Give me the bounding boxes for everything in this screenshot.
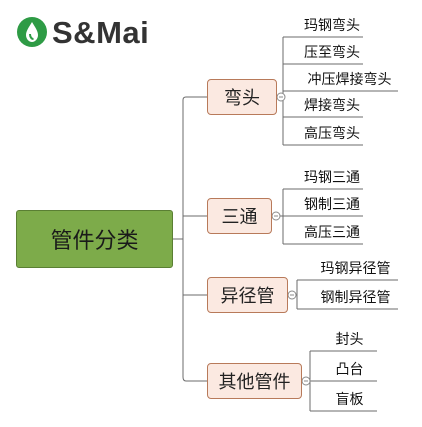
leaf-item[interactable]: 钢制三通 [304,197,360,213]
category-reducer[interactable]: 异径管 [207,277,288,313]
category-label: 其他管件 [218,372,291,393]
leaf-item[interactable]: 玛钢三通 [304,170,360,186]
category-tee[interactable]: 三通 [207,198,272,234]
leaf-item[interactable]: 钢制异径管 [320,290,391,306]
root-label: 管件分类 [50,229,139,254]
leaf-item[interactable]: 玛钢弯头 [304,18,360,34]
category-other-fittings[interactable]: 其他管件 [207,363,302,399]
logo: S&Mai [16,12,176,54]
category-label: 弯头 [224,88,260,109]
category-label: 异径管 [220,286,275,307]
leaf-item[interactable]: 封头 [335,332,364,348]
leaf-item[interactable]: 高压弯头 [304,126,360,142]
logo-text: S&Mai [52,15,150,50]
root-node[interactable]: 管件分类 [16,210,173,268]
leaf-item[interactable]: 焊接弯头 [304,98,360,114]
category-label: 三通 [221,207,258,228]
leaf-item[interactable]: 凸台 [335,362,364,378]
water-drop-icon [17,17,47,47]
leaf-item[interactable]: 盲板 [335,392,364,408]
leaf-item[interactable]: 玛钢异径管 [320,261,391,277]
leaf-item[interactable]: 高压三通 [304,225,360,241]
category-elbow[interactable]: 弯头 [207,79,277,115]
leaf-item[interactable]: 冲压焊接弯头 [307,72,392,88]
leaf-item[interactable]: 压至弯头 [304,45,360,61]
